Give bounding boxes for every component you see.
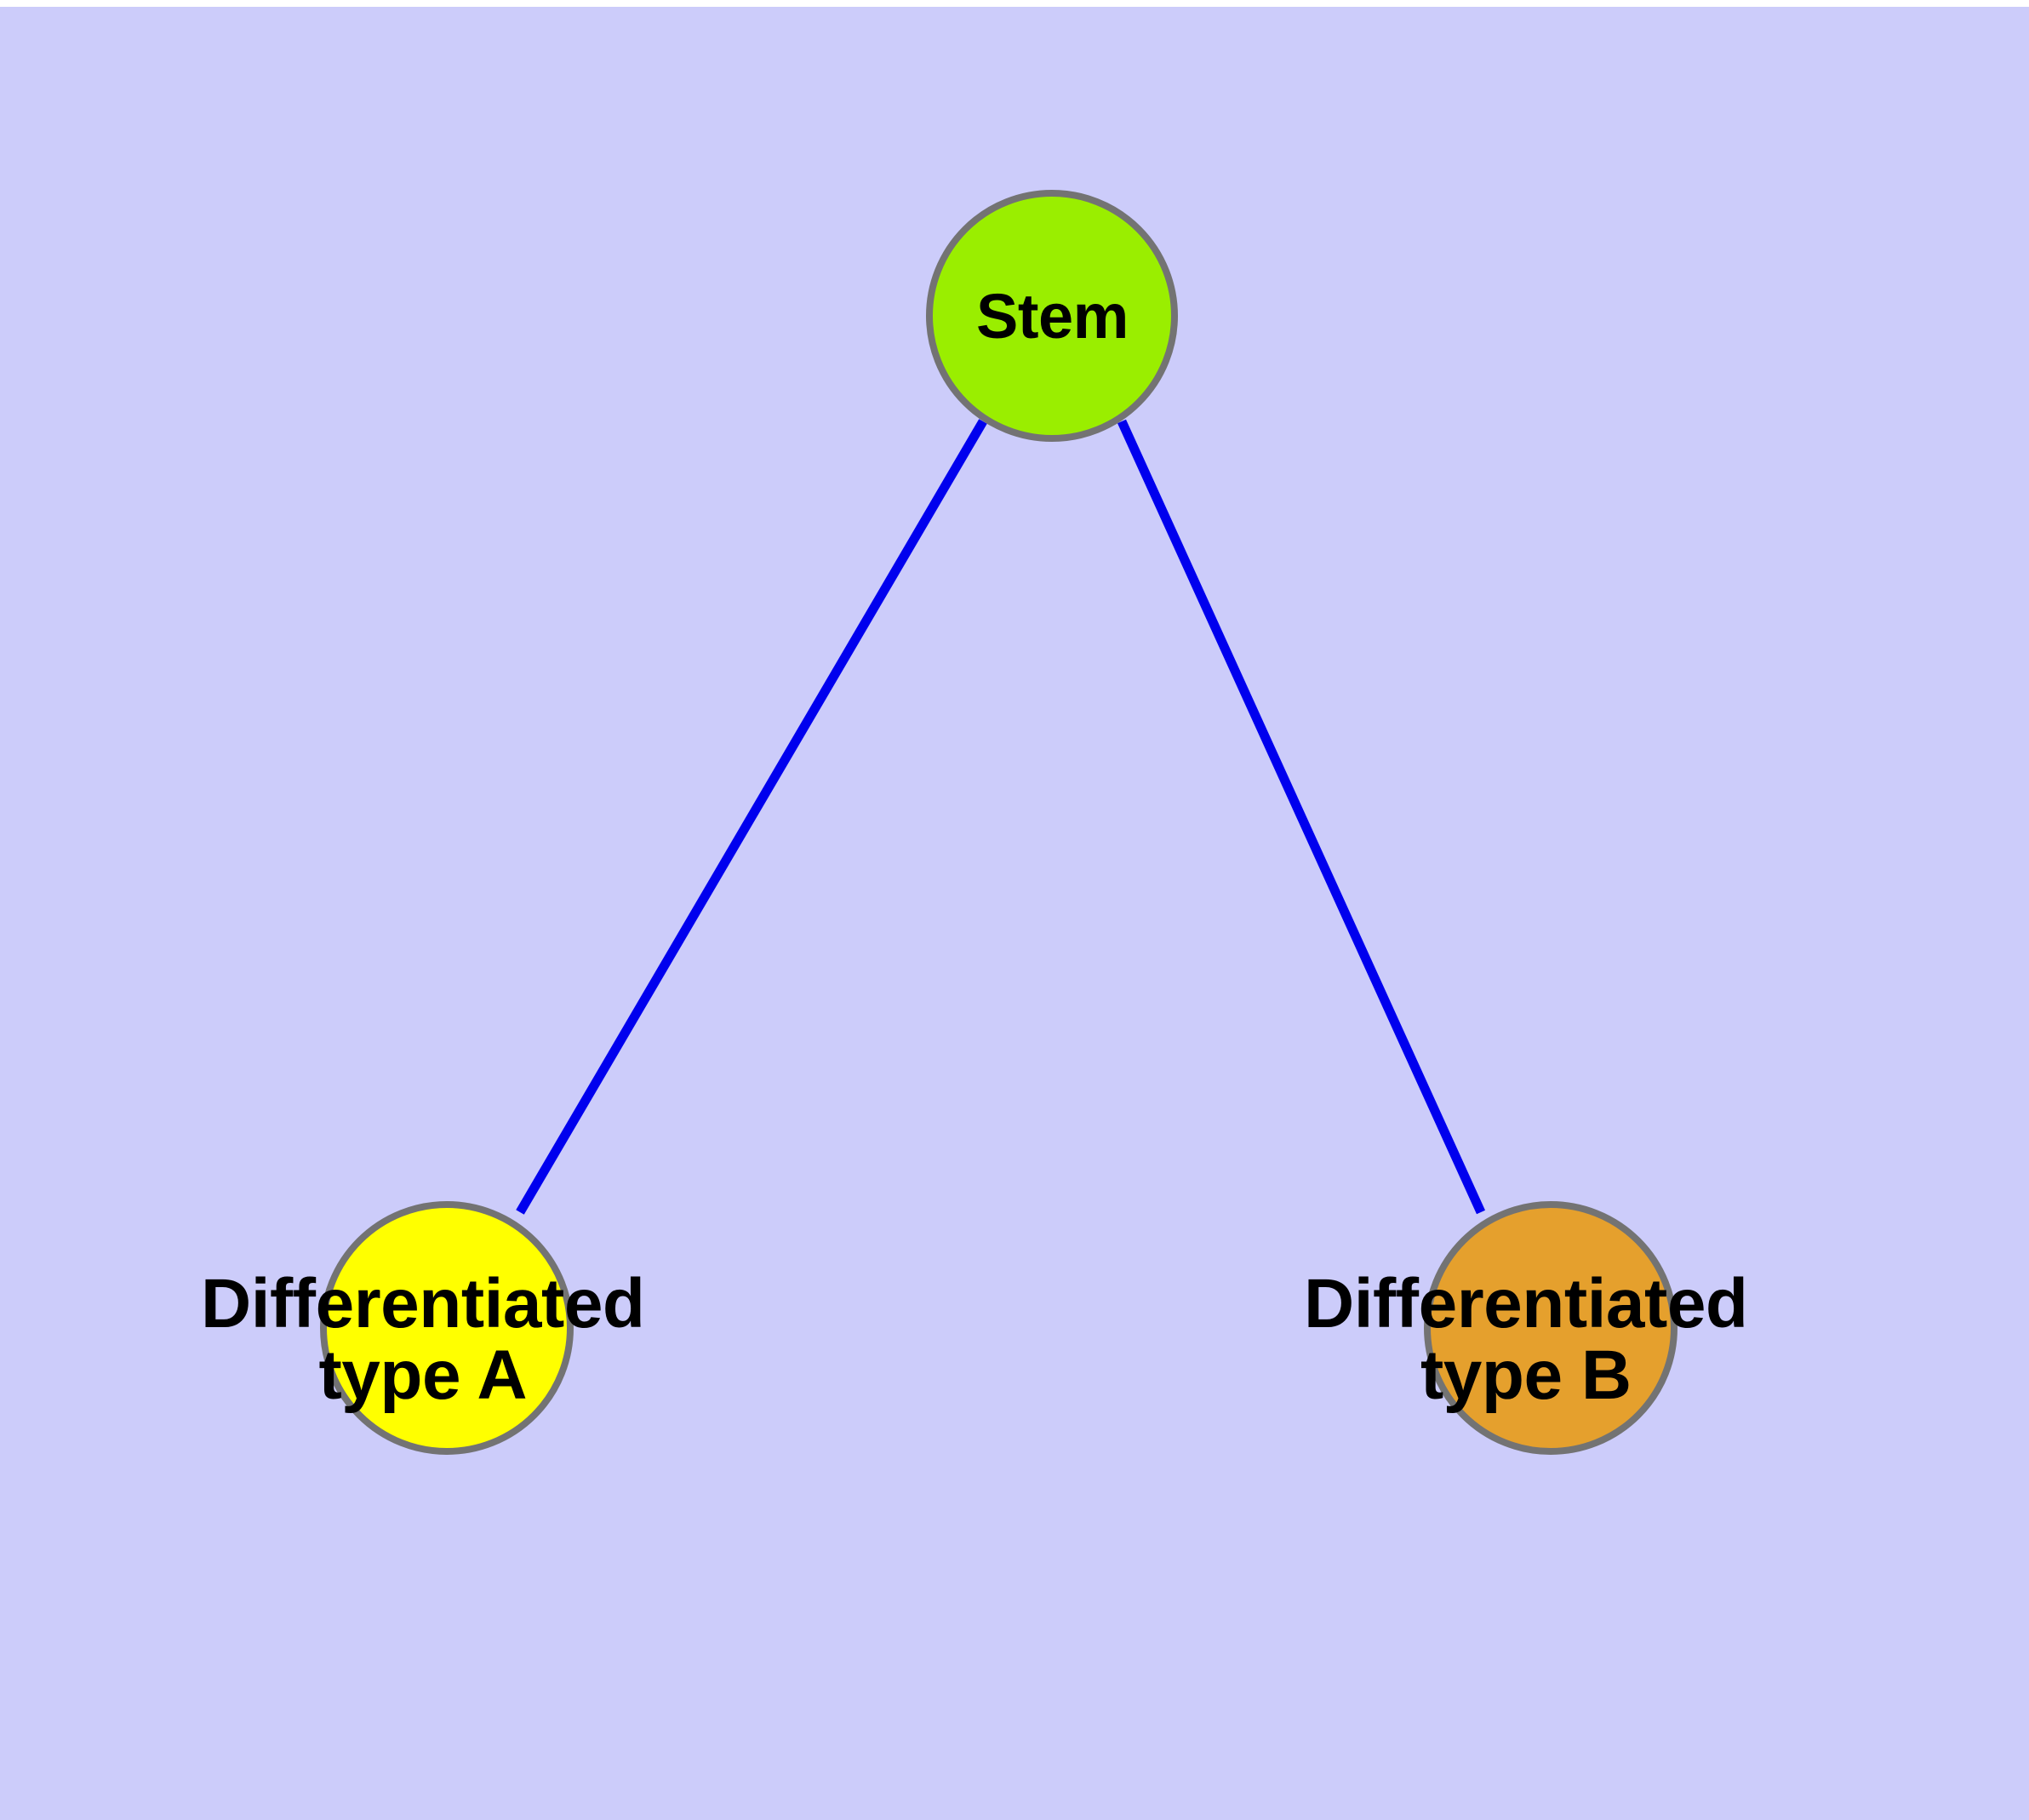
graph-node-diff_b[interactable]: [1424, 1201, 1677, 1455]
graph-node-stem[interactable]: [926, 190, 1178, 442]
graph-node-diff_a[interactable]: [320, 1201, 574, 1455]
node-layer: [320, 190, 1677, 1455]
graph-edge-stem-diff_a: [516, 419, 987, 1215]
graph-edge-stem-diff_b: [1117, 419, 1486, 1215]
edge-layer: [516, 419, 1486, 1215]
